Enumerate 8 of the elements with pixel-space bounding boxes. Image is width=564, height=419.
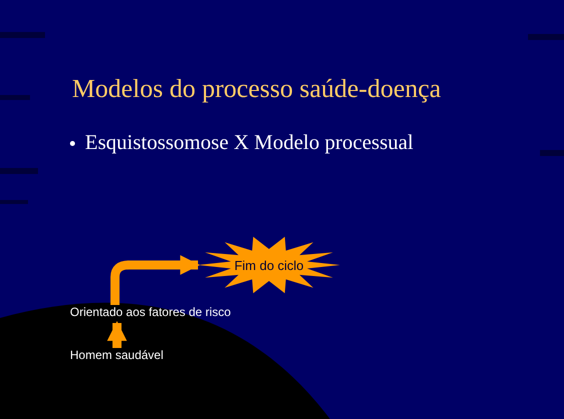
slide-title: Modelos do processo saúde-doença [72, 74, 441, 104]
starburst-shape [198, 236, 340, 294]
bullet-text: Esquistossomose X Modelo processual [85, 130, 414, 155]
node-text: Homem saudável [70, 348, 164, 362]
node-text: Orientado aos fatores de risco [70, 305, 231, 319]
node-text: Fim do ciclo [234, 258, 304, 272]
block-arrow [107, 321, 127, 348]
block-arrow [110, 255, 200, 305]
